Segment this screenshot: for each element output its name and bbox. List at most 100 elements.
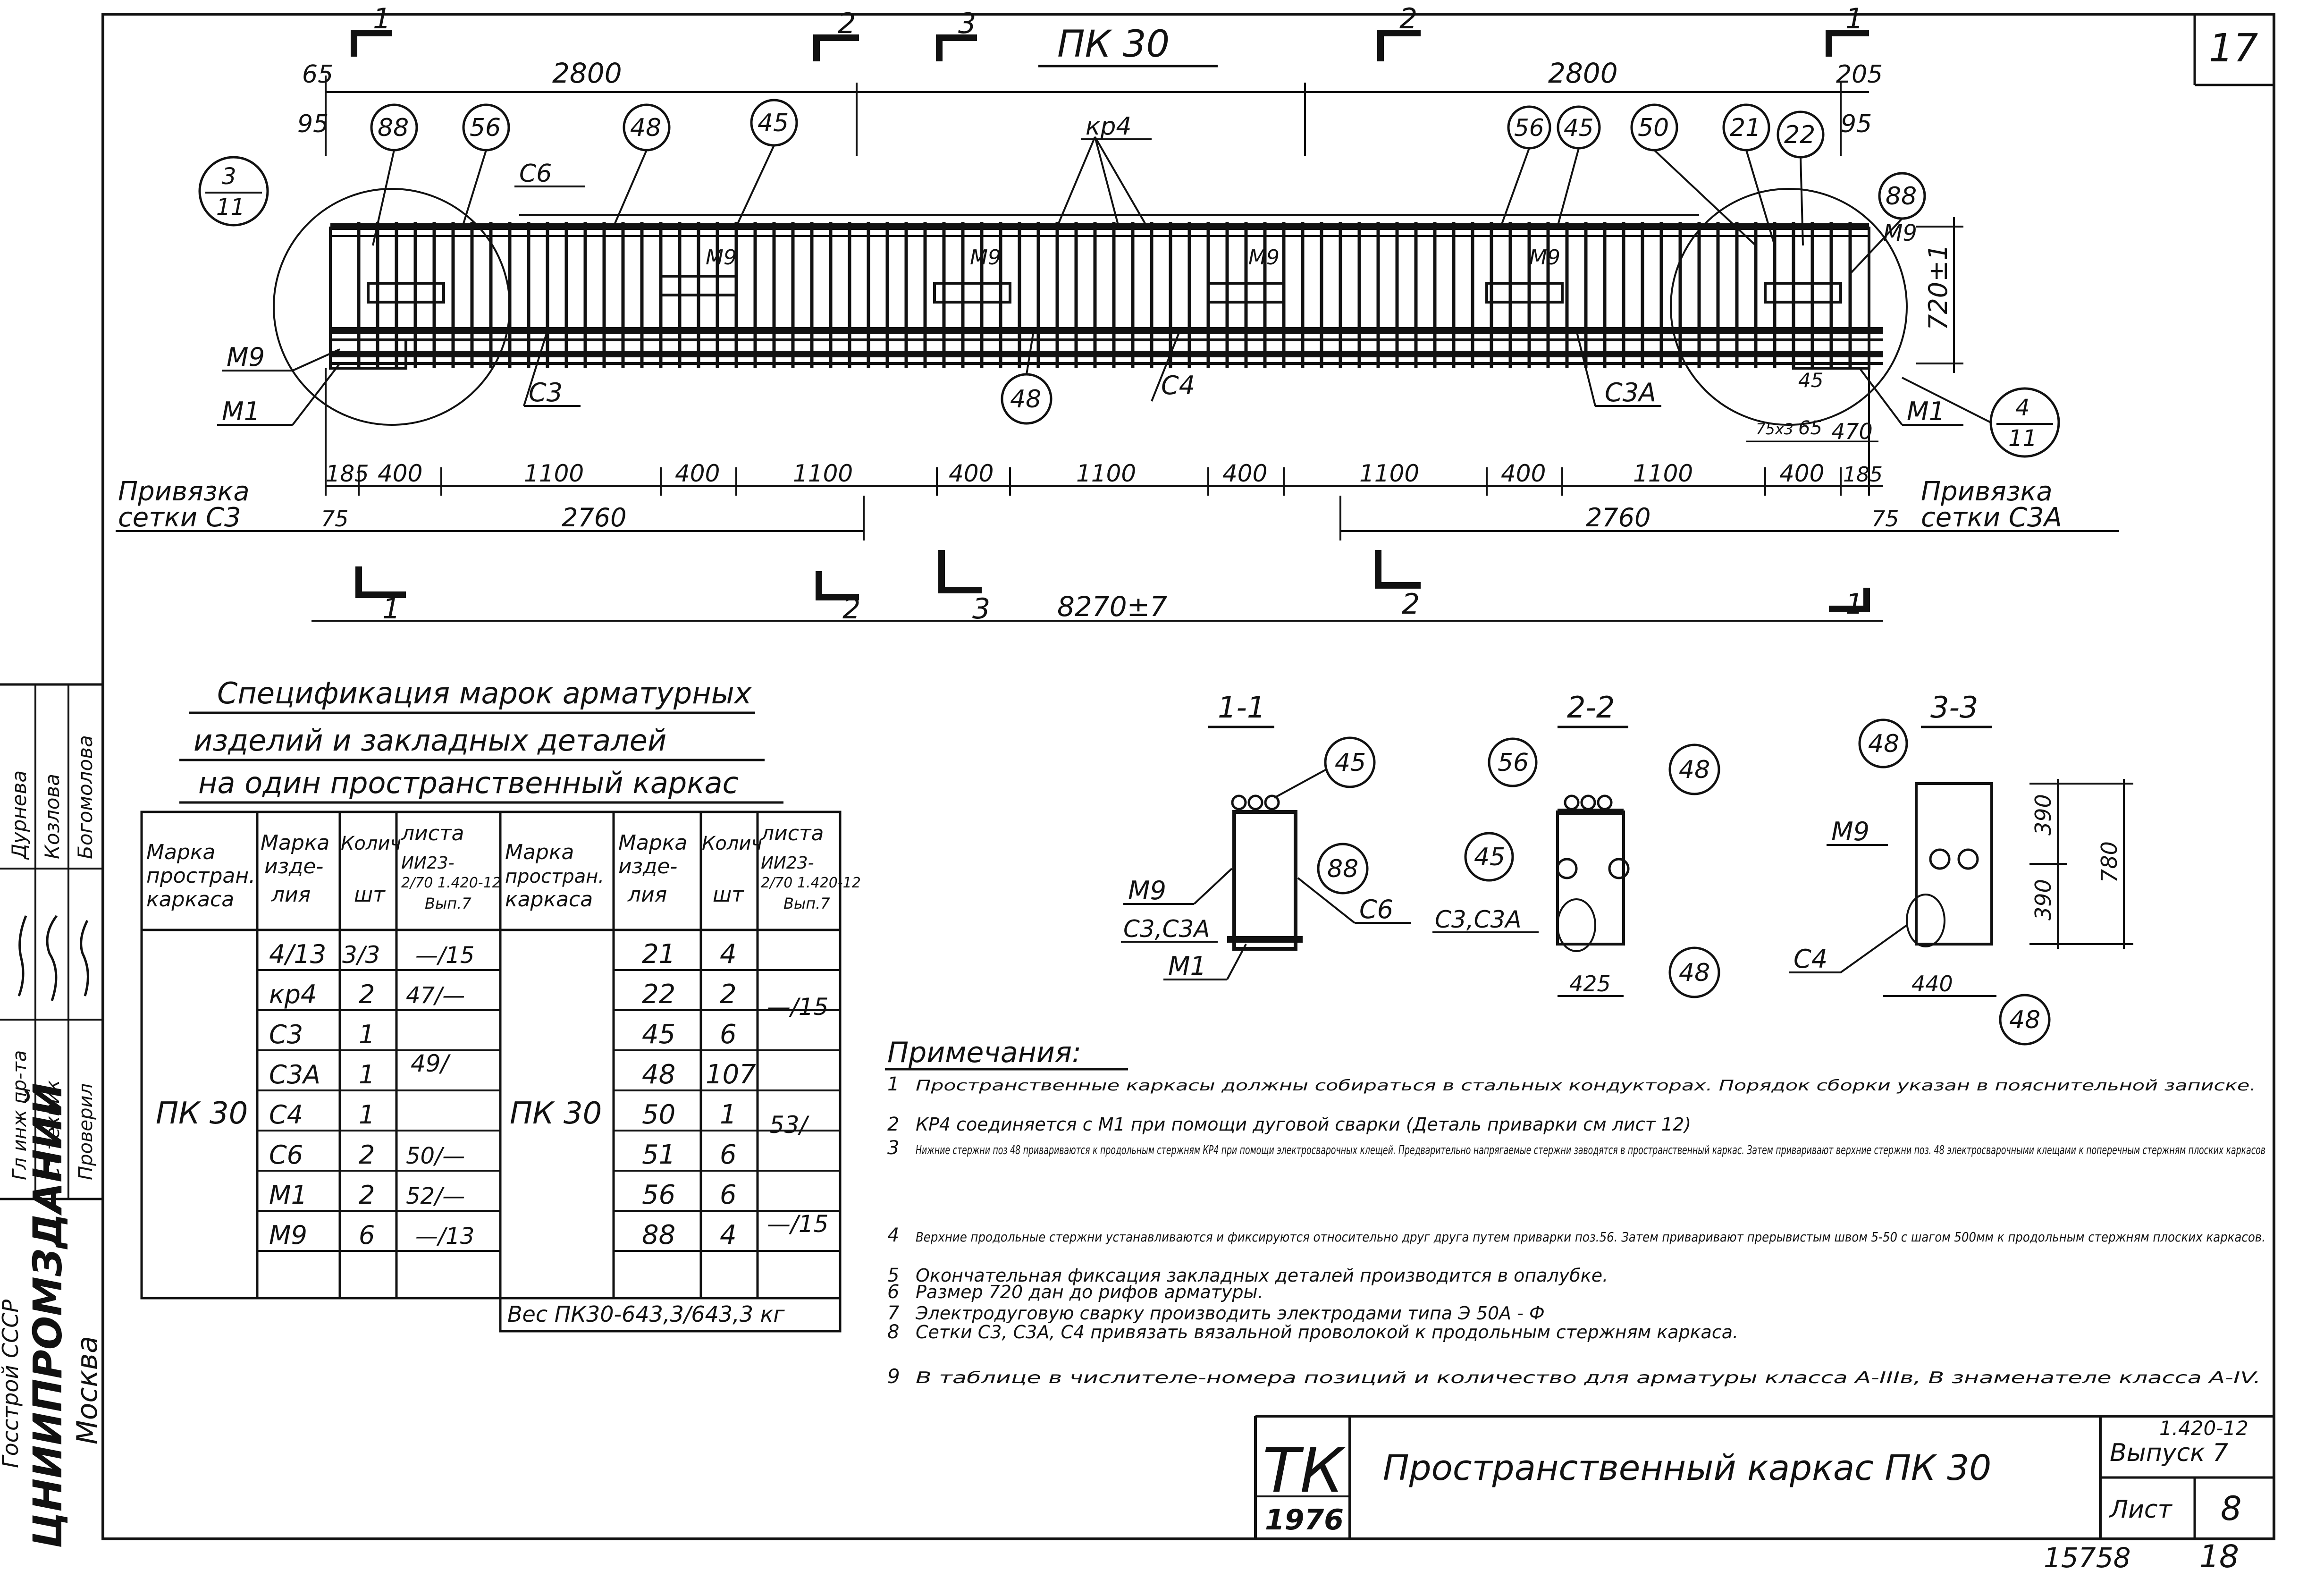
org-name: ЦНИИПРОМЗДАНИЙ xyxy=(25,1083,71,1548)
binding-left: сетки С3 xyxy=(118,502,241,533)
notes: Примечания: 1 Пространственные каркасы д… xyxy=(885,1036,2265,1388)
stamp-role: Гл инж пр-та xyxy=(9,1050,31,1180)
sheet-number: 8 xyxy=(2221,1489,2242,1528)
bottom-dim-chain: 185 400 1100 400 1100 400 1100 400 1100 … xyxy=(116,368,2119,623)
section-1-1: 1-1 45 88 С6 М9 С3,С3А М1 xyxy=(1121,690,1411,981)
dim-text: 75 xyxy=(321,506,349,532)
stamp-name: Богомолова xyxy=(74,735,97,859)
section-3-3: 3-3 48 М9 С4 48 390 390 780 440 xyxy=(1789,690,2133,1046)
section-label: С3,С3А xyxy=(1435,906,1522,933)
section-label: 45 xyxy=(1474,843,1505,871)
stamp-role: Ст техник xyxy=(42,1080,64,1180)
note-number: 4 xyxy=(887,1224,899,1246)
logo-tk: ТК xyxy=(1263,1435,1346,1506)
cell: кр4 xyxy=(269,979,317,1009)
cell: 51 xyxy=(642,1140,675,1170)
note-text: Пространственные каркасы должны собирать… xyxy=(916,1077,2256,1094)
callout-text: 88 xyxy=(378,114,409,142)
dim-text: 185 xyxy=(1843,463,1883,487)
cell: 50 xyxy=(642,1099,675,1130)
label-m9: М9 xyxy=(970,245,1001,270)
binding-left: Привязка xyxy=(118,476,250,507)
org-parent: Госстрой СССР xyxy=(0,1300,23,1468)
dim-text: 185 xyxy=(326,461,369,487)
cell: М1 xyxy=(269,1180,307,1210)
section-label: С4 xyxy=(1794,944,1827,974)
section-label: М9 xyxy=(1831,817,1869,846)
specification: Спецификация марок арматурных изделий и … xyxy=(140,676,861,1333)
table-header: каркаса xyxy=(146,887,234,912)
table-header: изде- xyxy=(264,854,323,878)
label-m9: М9 xyxy=(1529,245,1560,270)
section-label: М1 xyxy=(1168,951,1206,981)
cell: 4 xyxy=(720,939,737,970)
dim-text: 400 xyxy=(949,460,994,487)
label-c6: С6 xyxy=(519,160,552,188)
callout-detail-3-11: 3 11 xyxy=(198,156,269,227)
support-dims: 45 75x3 65 470 xyxy=(1746,369,1878,444)
table-header: изде- xyxy=(618,854,677,878)
section-label: 48 xyxy=(1868,730,1899,758)
callout-text: 45 xyxy=(758,109,789,137)
callouts: 3 11 88 56 48 45 56 45 50 21 22 88 48 xyxy=(198,99,2060,458)
note-text: Размер 720 дан до рифов арматуры. xyxy=(916,1282,1263,1302)
label-c4: С4 xyxy=(1161,371,1195,400)
sheet-label: Лист xyxy=(2109,1495,2172,1524)
cell: 107 xyxy=(706,1059,756,1090)
table-header: ИИ23- xyxy=(401,853,455,873)
label-m1: М1 xyxy=(222,397,260,426)
section-title: 3-3 xyxy=(1930,690,1978,725)
section-mark: 1 xyxy=(1845,2,1863,35)
section-label: М9 xyxy=(1128,876,1166,905)
note-number: 6 xyxy=(887,1281,899,1303)
cell: 52/— xyxy=(406,1183,465,1209)
table-header: 2/70 1.420-12 xyxy=(401,875,501,891)
section-2-2: 2-2 56 48 45 С3,С3А 48 425 xyxy=(1432,690,1720,998)
cell: 22 xyxy=(642,979,675,1010)
cell: 48 xyxy=(642,1059,675,1090)
cell: —/15 xyxy=(415,942,474,969)
main-elevation: ПК 30 1 2 3 2 1 1 2 3 2 1 xyxy=(116,2,2119,625)
title-block: ТК 1976 Пространственный каркас ПК 30 1.… xyxy=(1254,1415,2274,1575)
top-dimensions: 65 2800 95 2800 205 95 xyxy=(297,57,1883,156)
callout-text: 3 xyxy=(222,163,236,190)
section-label: 440 xyxy=(1911,971,1953,996)
note-text: Нижние стержни поз 48 привариваются к пр… xyxy=(916,1143,2265,1157)
elevation-labels: кр4 С6 М9 М9 М9 М9 М9 М9 М1 С3 С4 С3А М1 xyxy=(217,112,1963,426)
spec-title: на один пространственный каркас xyxy=(198,766,739,800)
callout-text: 48 xyxy=(630,114,661,142)
section-title: 1-1 xyxy=(1218,690,1265,725)
cell: 6 xyxy=(720,1140,737,1170)
cell: 6 xyxy=(359,1220,375,1250)
cell: 6 xyxy=(720,1019,737,1050)
cell: 50/— xyxy=(406,1143,465,1169)
cell: 45 xyxy=(642,1019,675,1050)
cell: 2 xyxy=(359,979,375,1009)
table-header: простран. xyxy=(505,866,604,887)
table-header: лия xyxy=(627,883,667,907)
archive-number: 15758 xyxy=(2044,1542,2131,1574)
dim-text: 470 xyxy=(1831,419,1873,444)
callout-text: 22 xyxy=(1784,121,1815,149)
label-c3a: С3А xyxy=(1605,378,1656,407)
dim-text: 1100 xyxy=(793,460,853,487)
cell: С3А xyxy=(269,1060,320,1089)
callout-text: 56 xyxy=(1514,114,1544,142)
spec-table-right: Марка простран. каркаса Марка изде- лия … xyxy=(499,811,861,1333)
dim-text: 400 xyxy=(378,460,422,487)
note-number: 3 xyxy=(887,1137,899,1159)
cell: —/13 xyxy=(415,1223,474,1250)
binding-right: сетки С3А xyxy=(1921,502,2062,533)
section-label: 48 xyxy=(1679,756,1710,784)
dim-text: 75 xyxy=(1871,506,1899,532)
section-label: 48 xyxy=(1679,959,1710,987)
section-label: 390 xyxy=(2030,879,2056,920)
org-city: Москва xyxy=(71,1336,104,1444)
table-header: листа xyxy=(401,821,464,845)
cell: 4 xyxy=(720,1220,737,1250)
section-title: 2-2 xyxy=(1567,690,1615,725)
section-mark: 2 xyxy=(1399,2,1417,35)
callout-text: 48 xyxy=(1010,385,1041,414)
total-dim: 8270±7 xyxy=(1057,591,1167,623)
dim-text: 1100 xyxy=(1359,460,1419,487)
